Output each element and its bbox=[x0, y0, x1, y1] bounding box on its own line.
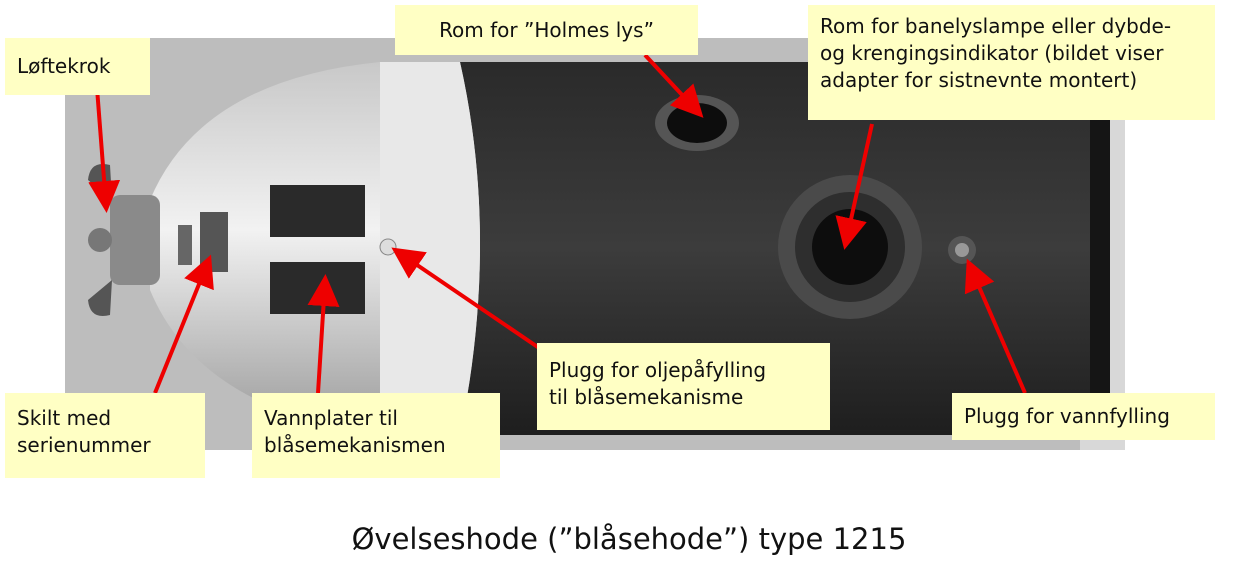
label-line: Skilt med bbox=[17, 406, 112, 430]
label-line: blåsemekanismen bbox=[264, 433, 446, 457]
label-oljepafylling: Plugg for oljepåfylling til blåsemekanis… bbox=[537, 343, 830, 430]
label-line: Plugg for oljepåfylling bbox=[549, 358, 767, 382]
label-holmes-lys: Rom for ”Holmes lys” bbox=[395, 5, 698, 55]
label-banelyslampe: Rom for banelyslampe eller dybde- og kre… bbox=[808, 5, 1215, 120]
label-line: til blåsemekanisme bbox=[549, 385, 744, 409]
label-line: Rom for banelyslampe eller dybde- bbox=[820, 14, 1172, 38]
label-line: serienummer bbox=[17, 433, 151, 457]
label-vannplater: Vannplater til blåsemekanismen bbox=[252, 393, 500, 478]
label-vannfylling: Plugg for vannfylling bbox=[952, 393, 1215, 440]
label-line: Vannplater til bbox=[264, 406, 398, 430]
label-skilt: Skilt med serienummer bbox=[5, 393, 205, 478]
label-line: og krengingsindikator (bildet viser bbox=[820, 41, 1164, 65]
label-loftekrok: Løftekrok bbox=[5, 38, 150, 95]
caption: Øvelseshode (”blåsehode”) type 1215 bbox=[351, 522, 907, 556]
label-line: adapter for sistnevnte montert) bbox=[820, 68, 1138, 92]
